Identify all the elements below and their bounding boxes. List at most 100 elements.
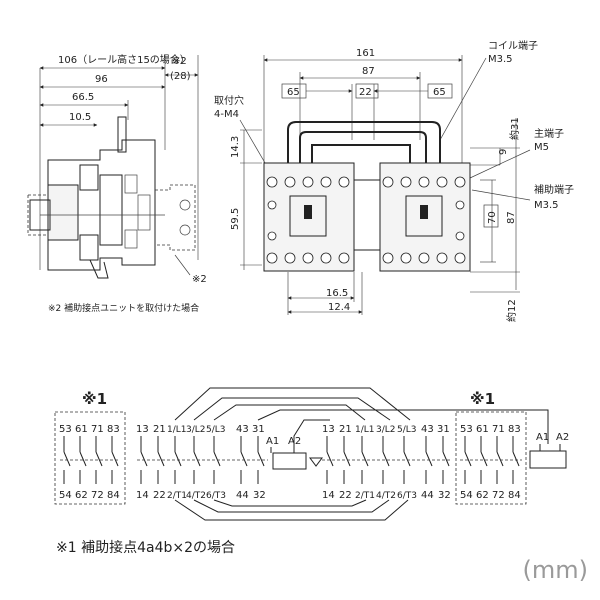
main-terminal-label-1: 主端子 <box>534 127 564 140</box>
dim-14-3-label: 14.3 <box>230 136 241 158</box>
terminal-label: 31 <box>252 424 265 435</box>
terminal-label: 21 <box>339 424 352 435</box>
dim-approx12-label: 約12 <box>505 299 518 322</box>
coil-terminal-label-2: M3.5 <box>488 54 513 65</box>
k2-coil-a2: A2 <box>556 432 569 443</box>
front-view: 161 87 65 22 65 取付穴 4-M4 コイル端子 M3.5 主端子 … <box>214 39 574 322</box>
terminal-label: 43 <box>421 424 434 435</box>
note1-caption: ※1 補助接点4a4b×2の場合 <box>56 540 236 556</box>
dim-12-4-label: 12.4 <box>328 302 350 313</box>
right-aux-bottom-labels: 54 62 72 84 <box>460 490 521 501</box>
wire-l3 <box>213 404 366 421</box>
main-terminal-label-2: M5 <box>534 142 549 153</box>
dim-65-left-label: 65 <box>287 87 300 98</box>
side-top-knob <box>117 116 127 153</box>
dim-10-5-label: 10.5 <box>69 112 91 123</box>
terminal-label: 1/L1 <box>355 425 375 435</box>
schematic: ※1 ※1 53 61 71 83 54 62 72 84 13 21 1/L1… <box>54 387 569 521</box>
side-view: 106（レール高さ15の場合） 96 66.5 10.5 ※2 (28) ※2 <box>27 53 207 285</box>
dim-161-label: 161 <box>356 48 375 59</box>
terminal-label: 61 <box>476 424 489 435</box>
wire-l2 <box>193 397 391 421</box>
terminal-label: 72 <box>91 490 104 501</box>
k2-coil-symbol <box>529 450 567 469</box>
k1-coil-a1: A1 <box>266 436 279 447</box>
mark-left: ※1 <box>82 390 107 408</box>
terminal-label: 6/T3 <box>206 491 226 501</box>
right-aux-box <box>455 411 527 505</box>
dim-59-5-label: 59.5 <box>230 208 241 230</box>
right-aux-top-labels: 53 61 71 83 <box>460 424 521 435</box>
dim-106-label: 106（レール高さ15の場合） <box>58 53 190 66</box>
k1-bottom-labels: 14 22 2/T1 4/T2 6/T3 44 32 <box>136 490 266 501</box>
mount-hole-label-2: 4-M4 <box>214 109 239 120</box>
terminal-label: 32 <box>438 490 451 501</box>
terminal-label: 44 <box>421 490 434 501</box>
k2-coil-a1: A1 <box>536 432 549 443</box>
aux-terminal-label-2: M3.5 <box>534 200 559 211</box>
terminal-label: 2/T1 <box>167 491 187 501</box>
terminal-label: 6/T3 <box>397 491 417 501</box>
terminal-label: 22 <box>153 490 166 501</box>
dim-16-5-label: 16.5 <box>326 288 348 299</box>
dim-87v-label: 87 <box>506 211 517 224</box>
interlock-triangle <box>309 457 323 467</box>
terminal-label: 61 <box>75 424 88 435</box>
left-aux-bottom-labels: 54 62 72 84 <box>59 490 120 501</box>
dim-96-label: 96 <box>95 74 108 85</box>
terminal-label: 71 <box>91 424 104 435</box>
terminal-label: 43 <box>236 424 249 435</box>
terminal-label: 4/T2 <box>376 491 396 501</box>
terminal-label: 14 <box>322 490 335 501</box>
wire-coil2-interlock <box>257 409 549 444</box>
terminal-label: 32 <box>253 490 266 501</box>
unit-label: (mm) <box>522 556 588 584</box>
k1-top-labels: 13 21 1/L1 3/L2 5/L3 43 31 <box>136 424 265 435</box>
aux-terminal-label-1: 補助端子 <box>534 183 574 196</box>
side-body-outline <box>47 139 156 271</box>
terminal-label: 13 <box>136 424 149 435</box>
wire-l1 <box>174 387 411 421</box>
top-terminal-row <box>266 176 466 188</box>
wire-t3 <box>213 499 367 507</box>
terminal-label: 72 <box>492 490 505 501</box>
terminal-label: 71 <box>492 424 505 435</box>
wire-t2 <box>193 499 390 513</box>
terminal-label: 54 <box>59 490 72 501</box>
dim-22-label: 22 <box>359 87 372 98</box>
terminal-label: 53 <box>460 424 473 435</box>
terminal-label: 13 <box>322 424 335 435</box>
mark-right: ※1 <box>470 390 495 408</box>
left-aux-top-labels: 53 61 71 83 <box>59 424 120 435</box>
k2-top-labels: 13 21 1/L1 3/L2 5/L3 43 31 <box>322 424 450 435</box>
dim-9-label: 9 <box>498 149 509 155</box>
mount-hole-label-1: 取付穴 <box>214 94 244 107</box>
wire-coil1-interlock <box>293 419 330 447</box>
terminal-label: 3/L2 <box>186 425 206 435</box>
dim-66-5-label: 66.5 <box>72 92 94 103</box>
terminal-label: 84 <box>107 490 120 501</box>
dim-approx31-label: 約31 <box>508 117 521 140</box>
interlock-bridge <box>287 121 441 163</box>
terminal-label: 62 <box>75 490 88 501</box>
dim-note2-top-label: ※2 <box>172 56 187 67</box>
terminal-label: 54 <box>460 490 473 501</box>
terminal-label: 2/T1 <box>355 491 375 501</box>
terminal-label: 62 <box>476 490 489 501</box>
wire-t1 <box>174 499 409 521</box>
side-base <box>47 184 79 241</box>
terminal-label: 3/L2 <box>376 425 396 435</box>
terminal-label: 22 <box>339 490 352 501</box>
terminal-label: 5/L3 <box>206 425 226 435</box>
terminal-label: 83 <box>107 424 120 435</box>
dim-28-label: (28) <box>170 71 191 82</box>
k1-coil-symbol <box>272 452 307 470</box>
terminal-label: 84 <box>508 490 521 501</box>
note2-pointer-label: ※2 <box>192 274 207 285</box>
k1-coil-a2: A2 <box>288 436 301 447</box>
dim-65-right-label: 65 <box>433 87 446 98</box>
terminal-label: 1/L1 <box>167 425 187 435</box>
terminal-label: 44 <box>236 490 249 501</box>
left-aux-box <box>54 411 126 505</box>
